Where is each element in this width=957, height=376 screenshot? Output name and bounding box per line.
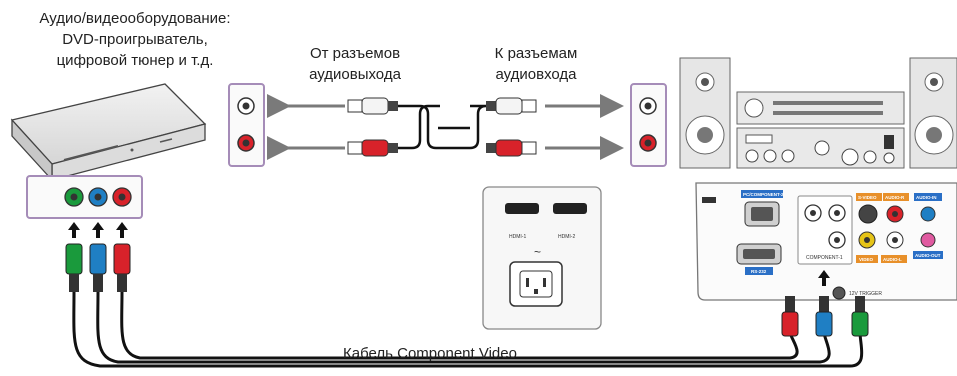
- audio-in-line1: К разъемам: [494, 45, 578, 62]
- projector-power-panel: HDMI-1 HDMI-2 ~: [482, 186, 602, 330]
- source-component-jack-panel: [26, 175, 143, 219]
- audio-out-caption: От разъемов аудиовыхода: [285, 43, 425, 85]
- rs232-label: RS-232: [751, 269, 767, 274]
- audio-r-label: AUDIO-R: [885, 195, 905, 200]
- component-cable-caption: Кабель Component Video: [343, 345, 517, 362]
- stereo-system: [679, 57, 957, 169]
- left-component-plugs: [65, 243, 131, 292]
- audio-out-label: AUDIO-OUT: [915, 253, 941, 258]
- component1-label: COMPONENT-1: [806, 255, 843, 261]
- source-device-line3: цифровой тюнер и т.д.: [56, 52, 214, 69]
- hdmi1-label: HDMI-1: [509, 234, 526, 240]
- component-input-arrows: [68, 222, 128, 238]
- audio-l-label: AUDIO-L: [883, 257, 902, 262]
- audio-in-label: AUDIO-IN: [916, 195, 937, 200]
- projector-io-panel: PC/COMPONENT-2 RS-232 COMPONENT-1 S-VIDE…: [695, 182, 957, 301]
- audio-in-caption: К разъемам аудиовхода: [466, 43, 606, 85]
- trigger-label: 12V TRIGGER: [849, 291, 882, 297]
- s-video-label: S-VIDEO: [858, 195, 877, 200]
- audio-in-line2: аудиовхода: [495, 66, 577, 83]
- pc-component2-label: PC/COMPONENT-2: [743, 192, 784, 197]
- source-device-label: Аудио/видеооборудование: DVD-проигрывате…: [0, 8, 270, 71]
- svg-text:~: ~: [534, 245, 541, 259]
- source-device-line1: Аудио/видеооборудование:: [39, 10, 231, 27]
- hdmi2-label: HDMI-2: [558, 234, 575, 240]
- component-cable: [72, 291, 864, 368]
- dest-audio-jack-panel: [630, 83, 667, 167]
- audio-out-line2: аудиовыхода: [309, 66, 401, 83]
- audio-out-line1: От разъемов: [309, 45, 401, 62]
- right-component-plugs: [781, 296, 869, 337]
- source-device-line2: DVD-проигрыватель,: [62, 31, 208, 48]
- video-label: VIDEO: [859, 257, 874, 262]
- dvd-player: [10, 83, 207, 182]
- source-audio-jack-panel: [228, 83, 265, 167]
- audio-cable: [267, 94, 624, 160]
